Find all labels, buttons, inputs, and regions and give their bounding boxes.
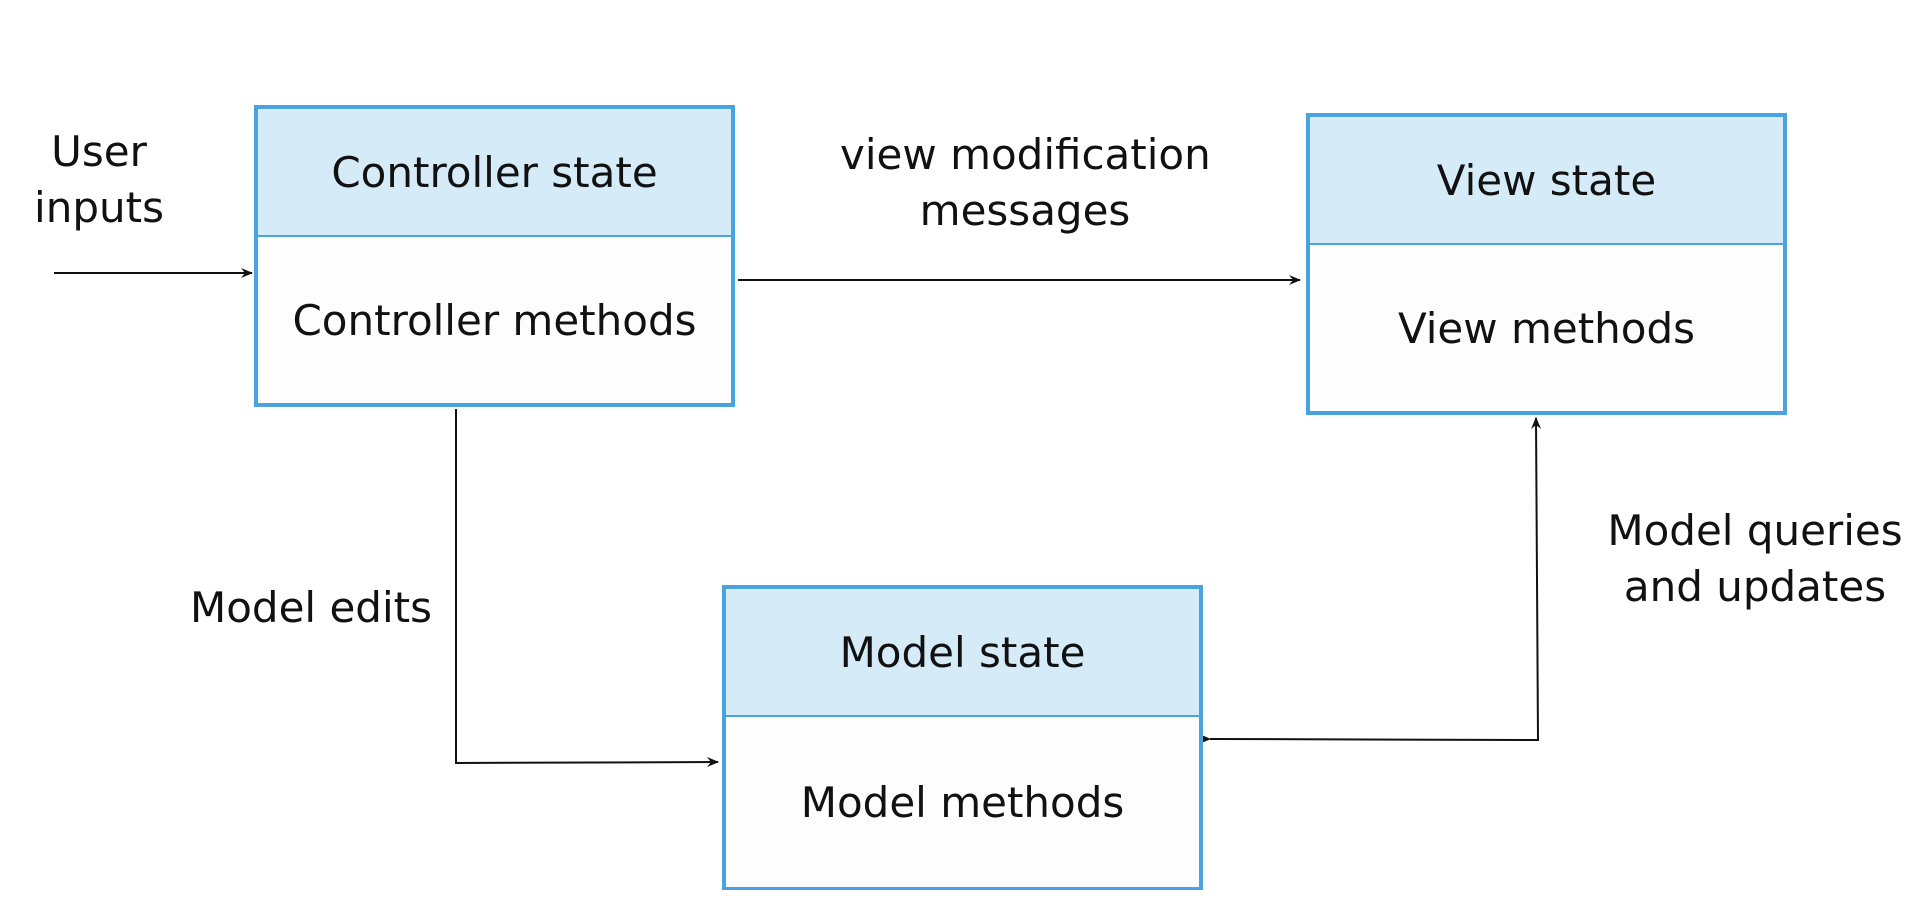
- model-edits-text: Model edits: [190, 583, 432, 632]
- user-inputs-line2: inputs: [34, 183, 164, 232]
- model-queries-line2: and updates: [1623, 562, 1887, 611]
- model-queries-line1: Model queries: [1607, 506, 1903, 555]
- view-methods-label: View methods: [1397, 303, 1696, 353]
- view-methods-section: View methods: [1310, 245, 1783, 411]
- model-state-section: Model state: [726, 589, 1199, 717]
- view-modification-label: view modification messages: [840, 127, 1211, 239]
- controller-state-label: Controller state: [331, 147, 658, 197]
- controller-methods-section: Controller methods: [258, 237, 731, 403]
- controller-box: Controller state Controller methods: [254, 105, 735, 407]
- view-modification-line2: messages: [919, 186, 1131, 235]
- model-edits-arrow: [455, 409, 719, 768]
- user-inputs-line1: User: [51, 127, 147, 176]
- controller-state-section: Controller state: [258, 109, 731, 237]
- model-queries-arrow: [1198, 417, 1542, 744]
- model-methods-section: Model methods: [726, 717, 1199, 887]
- view-state-label: View state: [1436, 155, 1657, 205]
- view-box: View state View methods: [1306, 113, 1787, 415]
- model-methods-label: Model methods: [800, 777, 1125, 827]
- view-modification-line1: view modification: [840, 130, 1211, 179]
- model-state-label: Model state: [839, 627, 1086, 677]
- controller-methods-label: Controller methods: [292, 295, 697, 345]
- model-box: Model state Model methods: [722, 585, 1203, 890]
- view-state-section: View state: [1310, 117, 1783, 245]
- user-inputs-label: User inputs: [34, 124, 164, 236]
- model-queries-label: Model queries and updates: [1600, 503, 1910, 615]
- model-edits-label: Model edits: [190, 580, 440, 636]
